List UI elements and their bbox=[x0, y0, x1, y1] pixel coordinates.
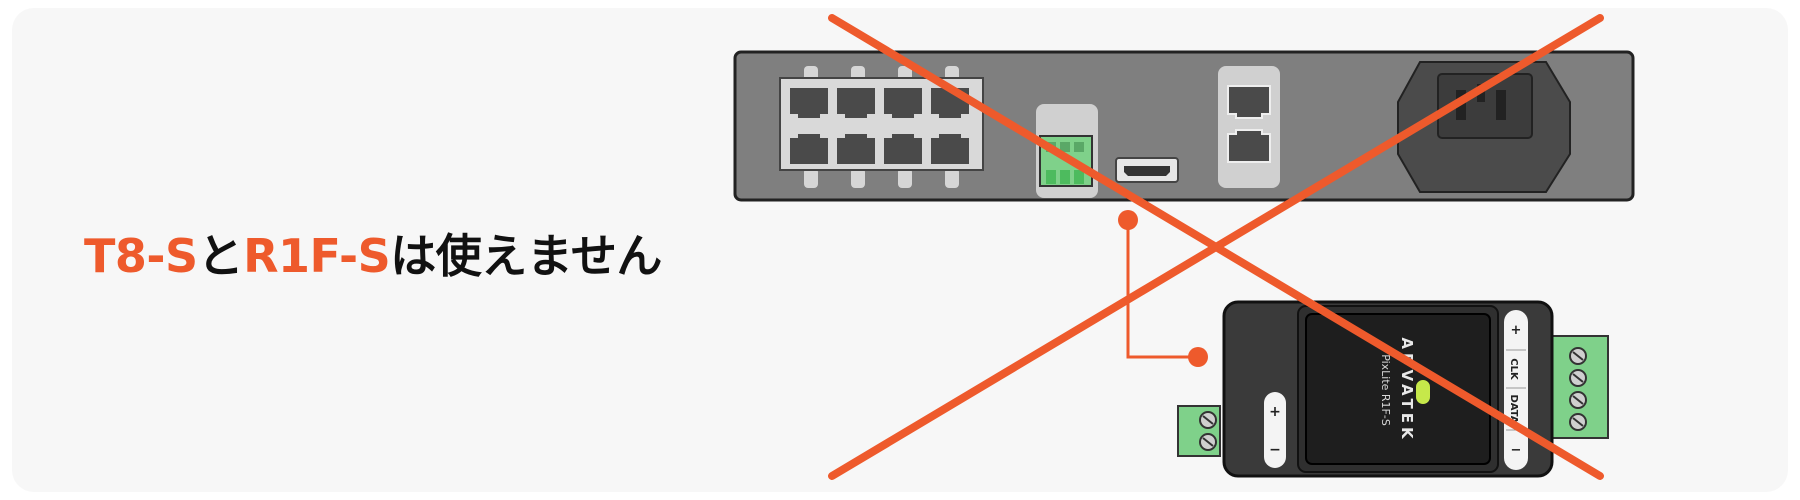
hdmi-port-icon bbox=[1115, 157, 1179, 183]
ethernet-port-icon bbox=[779, 66, 984, 188]
out-clk-label: CLK bbox=[1508, 358, 1519, 381]
cross-out-icon bbox=[828, 14, 1604, 480]
ethernet-2port-icon bbox=[1218, 66, 1280, 188]
output-terminal-icon bbox=[1551, 335, 1609, 439]
power-plus-label: + bbox=[1269, 404, 1281, 420]
headline: T8-SとR1F-Sは使えません bbox=[84, 220, 662, 286]
terminal-block-icon bbox=[1036, 104, 1098, 198]
headline-conjunction: と bbox=[197, 229, 244, 283]
out-plus-label: + bbox=[1511, 323, 1522, 338]
receiver-model: PixLite R1F-S bbox=[1379, 354, 1392, 426]
receiver-r1fs: ADVATEK PixLite R1F-S + − + CLK DATA − bbox=[1177, 300, 1609, 478]
headline-not-usable: は使えません bbox=[390, 229, 662, 283]
out-data-label: DATA bbox=[1508, 394, 1519, 423]
headline-model-t8s: T8-S bbox=[84, 229, 198, 283]
out-minus-label: − bbox=[1511, 443, 1522, 458]
power-terminal-icon bbox=[1177, 405, 1221, 457]
headline-model-r1fs: R1F-S bbox=[243, 229, 391, 283]
power-label-pill bbox=[1264, 392, 1286, 468]
power-minus-label: − bbox=[1269, 442, 1281, 458]
connection-line bbox=[1118, 210, 1208, 367]
status-led bbox=[1416, 380, 1430, 404]
